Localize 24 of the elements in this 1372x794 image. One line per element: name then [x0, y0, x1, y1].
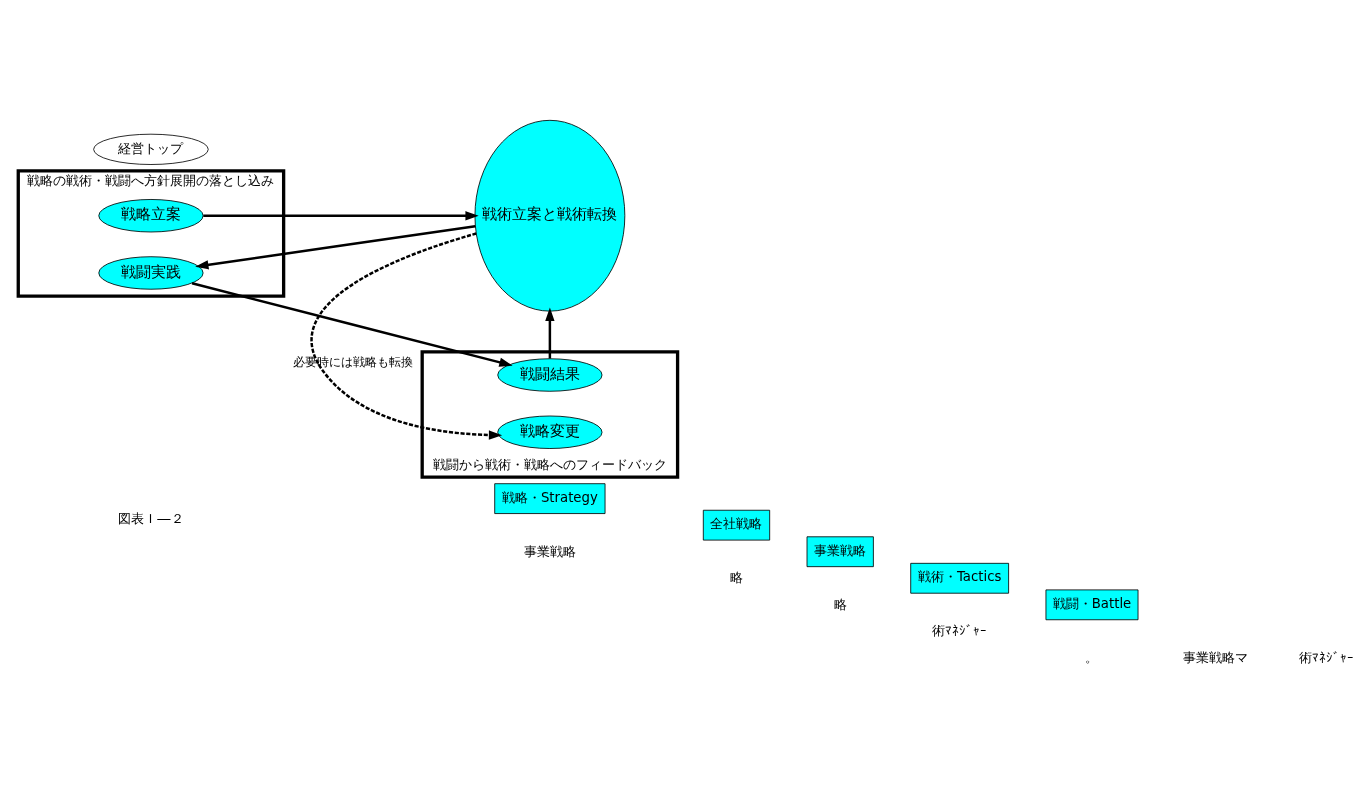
node-ellipse: 戦略変更 — [497, 415, 603, 449]
label: 事業戦略マ — [1182, 649, 1248, 665]
node-box: 事業戦略 — [806, 536, 874, 568]
arrow — [191, 282, 513, 367]
arrow — [203, 211, 479, 221]
node-ellipse: 経営トップ — [93, 133, 209, 165]
arrow — [545, 307, 555, 359]
label: 術ﾏﾈｼﾞｬｰ — [1298, 649, 1354, 665]
node-box: 戦闘・Battle — [1045, 589, 1139, 621]
node-ellipse: 戦略立案 — [98, 199, 204, 233]
node-ellipse: 戦闘実践 — [98, 256, 204, 290]
node-box: 戦略・Strategy — [494, 483, 606, 514]
node-box: 全社戦略 — [702, 509, 771, 541]
node-ellipse: 戦術立案と戦術転換 — [474, 119, 626, 312]
label: 略 — [730, 570, 743, 586]
label: 術ﾏﾈｼﾞｬｰ — [932, 623, 988, 639]
arrow — [195, 225, 476, 270]
arrow — [310, 232, 503, 440]
label: 略 — [833, 596, 847, 612]
node-box: 戦術・Tactics — [910, 562, 1010, 594]
label: 事業戦略 — [523, 543, 576, 559]
label: 。 — [1085, 649, 1099, 665]
edge-label: 必要時には戦略も転換 — [292, 354, 413, 370]
label: 図表Ｉ―２ — [118, 510, 184, 526]
